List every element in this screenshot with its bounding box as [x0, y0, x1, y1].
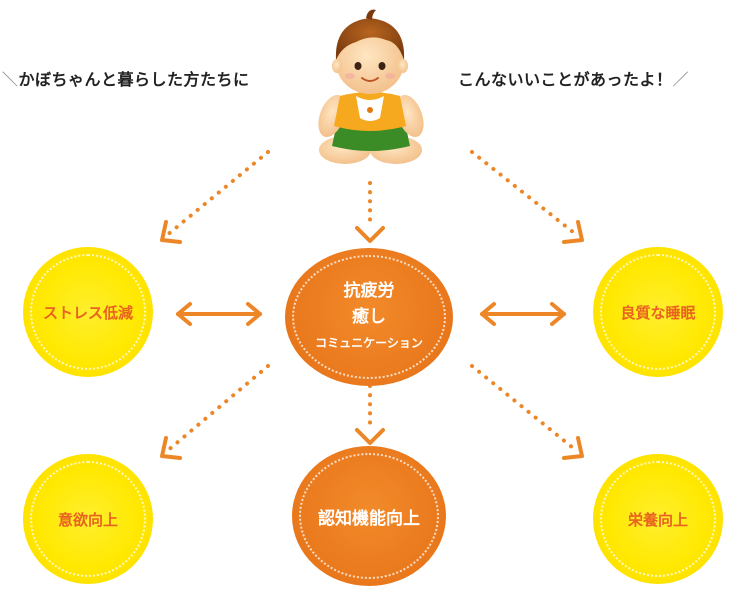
dotted-connector-bottom-right [470, 364, 580, 454]
arrowhead-top-center [355, 226, 385, 243]
headline-right-text: こんないいことがあったよ！ [458, 70, 673, 89]
dotted-connector-top-left [164, 150, 270, 238]
arrowhead-bottom-right [562, 436, 584, 460]
kabochan-doll-illustration [318, 9, 424, 164]
dotted-connector-bottom-left [164, 364, 270, 454]
quality-sleep-circle: 良質な睡眠 [593, 247, 723, 377]
arrowhead-bottom-center [355, 428, 385, 445]
center-label-anti-fatigue: 抗疲労 [343, 281, 395, 301]
arrowhead-top-left [160, 220, 182, 244]
double-arrow-right [480, 302, 566, 326]
double-arrow-left [176, 302, 262, 326]
headline-left: ＼かぼちゃんと暮らした方たちに [2, 66, 250, 90]
stress-reduction-label: ストレス低減 [42, 303, 133, 322]
center-benefit-circle: 抗疲労 癒し コミュニケーション [285, 248, 453, 386]
quality-sleep-label: 良質な睡眠 [620, 303, 696, 322]
motivation-circle: 意欲向上 [23, 454, 153, 584]
stress-reduction-circle: ストレス低減 [23, 247, 153, 377]
arrowhead-bottom-left [160, 436, 182, 460]
cognitive-function-circle: 認知機能向上 [292, 446, 446, 586]
nutrition-label: 栄養向上 [627, 510, 688, 529]
motivation-label: 意欲向上 [57, 510, 118, 529]
dotted-connector-top-right [470, 150, 580, 238]
center-label-communication: コミュニケーション [315, 336, 423, 350]
headline-left-text: かぼちゃんと暮らした方たちに [18, 70, 250, 89]
headline-left-slash: ＼ [2, 70, 19, 89]
center-label-healing: 癒し [352, 307, 386, 327]
cognitive-function-label: 認知機能向上 [318, 508, 420, 529]
headline-right: こんないいことがあったよ！／ [458, 66, 689, 90]
arrowhead-top-right [562, 220, 584, 244]
headline-right-slash: ／ [672, 70, 690, 89]
nutrition-circle: 栄養向上 [593, 454, 723, 584]
